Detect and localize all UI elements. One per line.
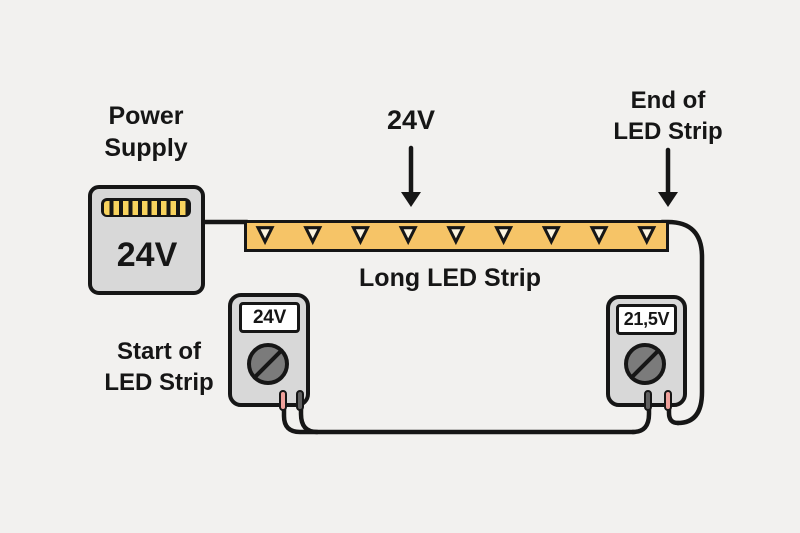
multimeter-end-dial-icon [624,343,666,385]
multimeter-end-display: 21,5V [616,304,677,335]
end-of-strip-arrow-head [658,192,678,207]
multimeter-start-dial-icon [247,343,289,385]
strip-end-wire [659,219,705,426]
input-voltage-label: 24V [386,105,436,135]
multimeter-start-probe-dark [296,390,304,411]
led-triangle-icon [446,226,466,246]
left-meter-dark-probe-wire [298,406,320,435]
multimeter-end-probe-pink [664,390,672,411]
long-led-strip-label: Long LED Strip [359,264,541,292]
multimeter-end-reading: 21,5V [623,309,670,329]
led-triangle-icon [494,226,514,246]
right-meter-dark-probe-wire [630,406,652,435]
psu-terminal-block-icon [101,198,191,217]
multimeter-end-probe-dark [644,390,652,411]
end-of-strip-label: End of LED Strip [613,87,723,145]
left-meter-pink-probe-wire [281,406,636,435]
multimeter-start-display: 24V [239,302,300,333]
led-triangle-icon [255,226,275,246]
multimeter-start-reading: 24V [253,306,286,328]
power-supply-label: Power Supply [104,102,188,162]
led-triangle-icon [541,226,561,246]
right-meter-pink-probe-wire [666,406,681,426]
psu-voltage-text: 24V [116,236,178,274]
led-triangle-icon [637,226,657,246]
multimeter-start-probe-pink [279,390,287,411]
led-triangle-icon [303,226,323,246]
led-triangle-icon [350,226,370,246]
led-triangle-icon [589,226,609,246]
led-strip-leds [255,226,657,246]
start-of-strip-label: Start of LED Strip [104,338,214,396]
led-triangle-icon [398,226,418,246]
psu-terminal-pins [104,200,188,215]
led-strip [244,220,669,252]
input-voltage-arrow-head [401,192,421,207]
